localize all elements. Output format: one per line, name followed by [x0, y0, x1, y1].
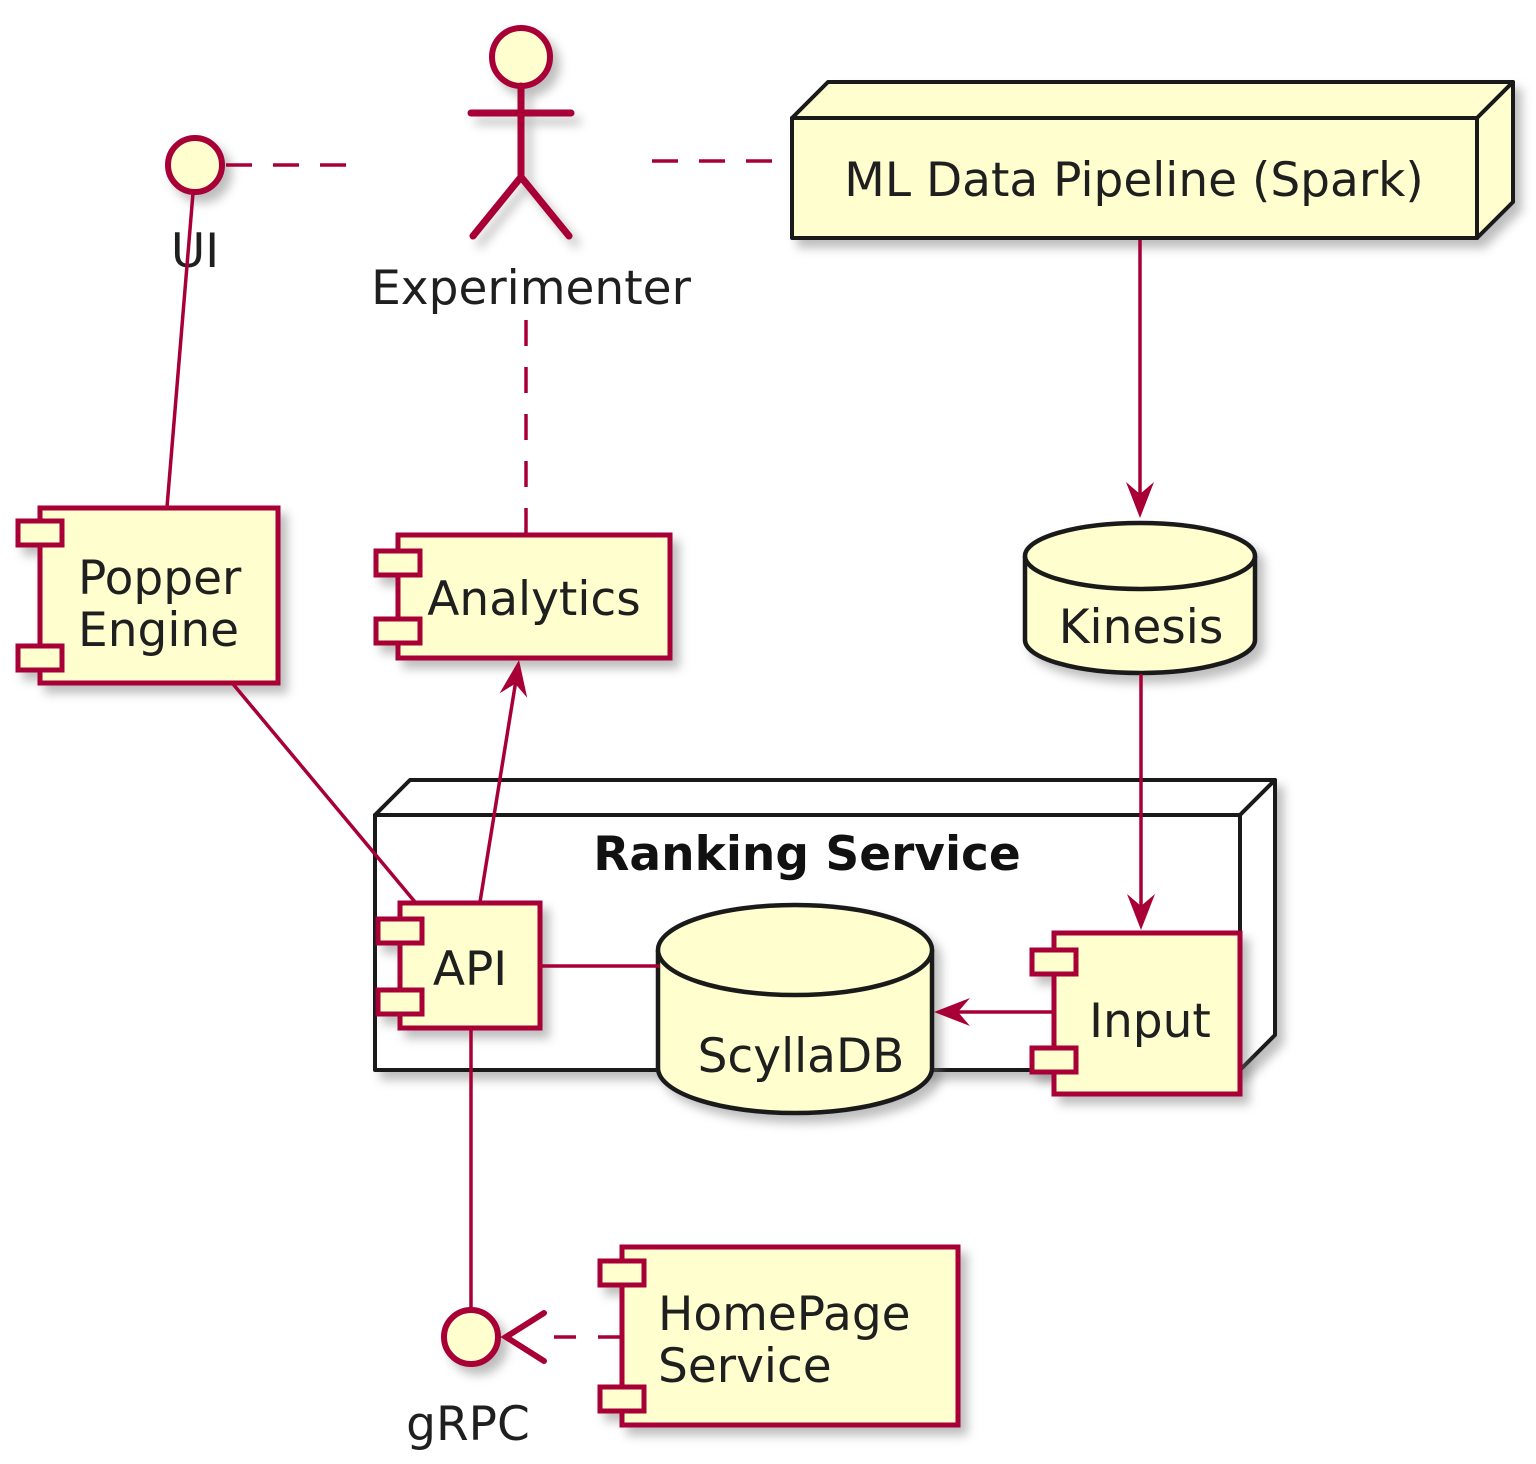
ml-data-pipeline-front-face: [790, 116, 1479, 240]
edge-popper-engine-api: [231, 682, 417, 904]
api-port-top: [375, 916, 425, 946]
grpc-interface-circle: [441, 1307, 501, 1367]
ml-data-pipeline-label: ML Data Pipeline (Spark): [844, 153, 1423, 208]
input-box: [1051, 930, 1243, 1097]
arrowhead-kinesis-input: [1127, 894, 1155, 930]
popper-engine-box: [37, 505, 281, 686]
scylladb-cylinder-top: [655, 902, 935, 998]
arrowhead-ml-pipeline-kinesis: [1126, 482, 1154, 518]
popper-engine-label-line1: Popper: [78, 551, 242, 606]
ui-interface-circle: [165, 135, 225, 195]
scylladb-label: ScyllaDB: [698, 1029, 905, 1084]
input-component: Input: [1029, 930, 1243, 1097]
ui-interface-label: UI: [171, 224, 219, 279]
ui-interface: [165, 135, 225, 195]
popper-engine-component: Popper Engine: [15, 505, 281, 686]
scylladb-database: ScyllaDB: [655, 902, 935, 1116]
popper-engine-port-top: [15, 518, 65, 548]
experimenter-actor: [467, 25, 575, 240]
input-port-bottom: [1029, 1045, 1079, 1075]
homepage-service-label-line1: HomePage: [658, 1287, 911, 1342]
grpc-interface: [441, 1307, 501, 1367]
homepage-service-box: [619, 1244, 961, 1428]
arrowhead-homepage-grpc: [500, 1310, 547, 1364]
input-label: Input: [1089, 994, 1211, 1049]
arrowhead-api-analytics: [499, 660, 528, 698]
ranking-service-side-face: [1238, 778, 1277, 1072]
popper-engine-label-line2: Engine: [78, 603, 239, 658]
kinesis-database: Kinesis: [1022, 520, 1258, 676]
analytics-component: Analytics: [373, 532, 673, 661]
actor-leg-right: [517, 173, 573, 240]
api-label: API: [433, 942, 507, 997]
kinesis-label: Kinesis: [1059, 600, 1224, 655]
arrowhead-input-scylladb: [934, 998, 970, 1026]
api-component: API: [375, 900, 543, 1031]
homepage-service-port-top: [597, 1258, 647, 1288]
edge-ui-popper-engine: [165, 192, 195, 508]
grpc-interface-label: gRPC: [406, 1397, 530, 1452]
actor-head: [489, 25, 553, 89]
homepage-service-label-line2: Service: [658, 1339, 832, 1394]
analytics-label: Analytics: [427, 572, 640, 627]
analytics-box: [395, 532, 673, 661]
actor-leg-left: [469, 173, 525, 240]
analytics-port-bottom: [373, 616, 423, 646]
popper-engine-port-bottom: [15, 643, 65, 673]
input-port-top: [1029, 947, 1079, 977]
homepage-service-port-bottom: [597, 1384, 647, 1414]
ml-data-pipeline-node: ML Data Pipeline (Spark): [790, 80, 1515, 240]
homepage-service-component: HomePage Service: [597, 1244, 961, 1428]
edge-api-analytics: [478, 679, 518, 903]
api-port-bottom: [375, 987, 425, 1017]
kinesis-cylinder-top: [1022, 520, 1258, 592]
experimenter-label: Experimenter: [371, 261, 691, 316]
ranking-service-label: Ranking Service: [593, 827, 1021, 882]
analytics-port-top: [373, 548, 423, 578]
ml-data-pipeline-top-face: [790, 80, 1515, 120]
